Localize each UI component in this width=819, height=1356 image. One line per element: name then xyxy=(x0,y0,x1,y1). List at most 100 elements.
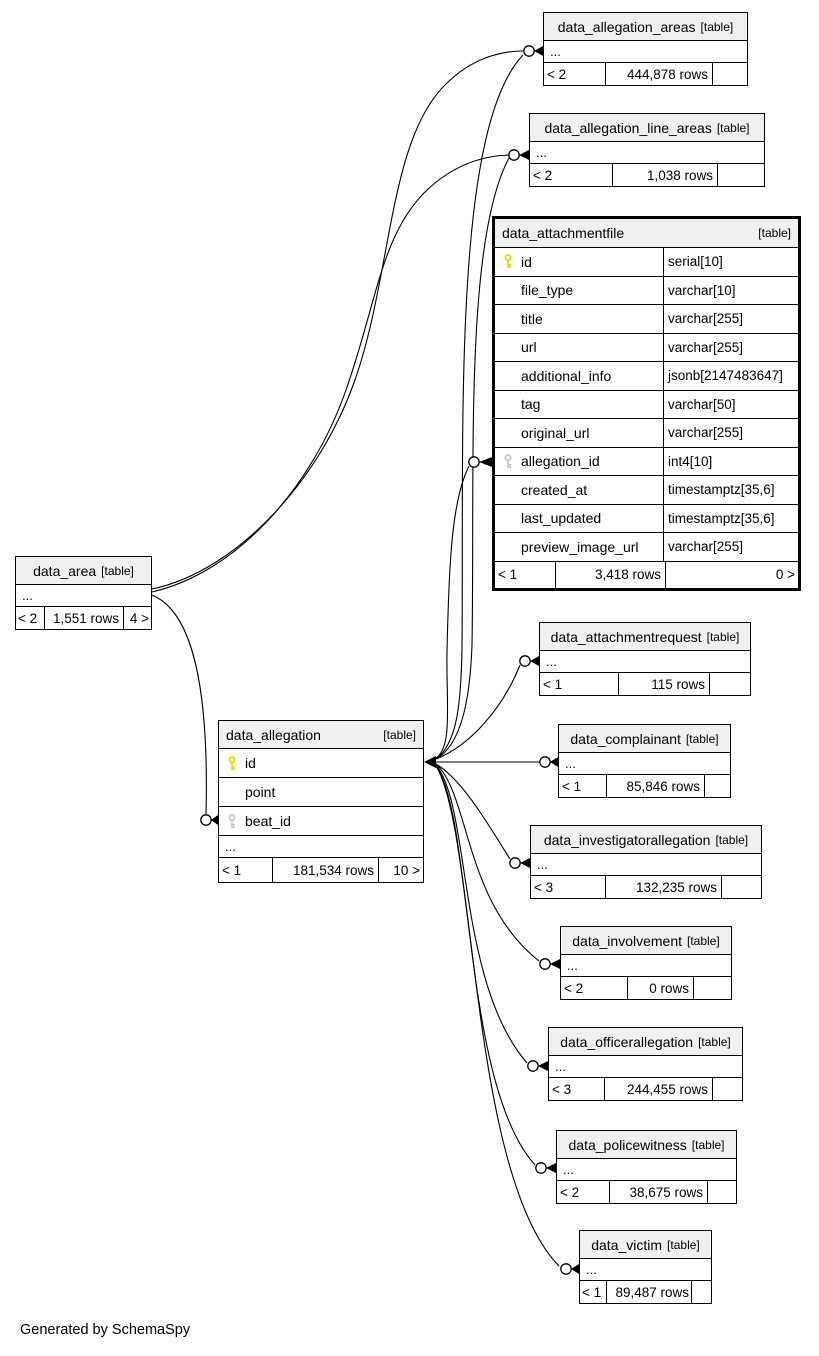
children-count: 10 > xyxy=(378,858,423,882)
row-count: 115 rows xyxy=(651,676,705,692)
arrowhead-icon xyxy=(479,457,492,467)
arrowhead-icon xyxy=(530,656,539,666)
arrowhead-icon xyxy=(424,756,436,768)
hidden-columns-row: ... xyxy=(219,835,423,857)
table-footer: < 2 1,038 rows xyxy=(530,163,764,186)
table-data_victim[interactable]: data_victim [table] ... < 1 89,487 rows xyxy=(579,1230,712,1304)
arrowhead-icon xyxy=(520,858,530,868)
table-header: data_policewitness [table] xyxy=(557,1131,736,1158)
table-data_policewitness[interactable]: data_policewitness [table] ... < 2 38,67… xyxy=(556,1130,737,1204)
table-header: data_involvement [table] xyxy=(561,927,731,954)
connector-circle xyxy=(560,1263,572,1275)
table-data_complainant[interactable]: data_complainant [table] ... < 1 85,846 … xyxy=(558,724,731,798)
edge-data_allegation-to-data_attachmentfile xyxy=(435,465,470,759)
column-row: id xyxy=(219,748,423,777)
table-type-tag: [table] xyxy=(700,19,734,34)
table-footer: < 1 115 rows xyxy=(540,672,750,695)
column-row: point xyxy=(219,777,423,806)
row-count: 0 rows xyxy=(649,980,689,996)
parents-count: < 1 xyxy=(219,858,273,882)
arrowhead-icon xyxy=(534,46,543,56)
parents-count: < 2 xyxy=(530,164,613,186)
parents-count: < 1 xyxy=(580,1281,607,1303)
edge-data_area-to-data_allegation_areas xyxy=(151,50,524,590)
table-header: data_attachmentfile [table] xyxy=(495,219,798,247)
table-name: data_allegation_areas xyxy=(557,18,696,35)
children-count xyxy=(707,1181,736,1203)
table-type-tag: [table] xyxy=(758,226,791,240)
parents-count: < 3 xyxy=(549,1078,605,1100)
table-data_officerallegation[interactable]: data_officerallegation [table] ... < 3 2… xyxy=(548,1027,743,1101)
column-type: varchar[255] xyxy=(663,333,798,361)
table-data_allegation_areas[interactable]: data_allegation_areas [table] ... < 2 44… xyxy=(543,12,748,86)
connector-circle xyxy=(509,857,521,869)
table-name: data_complainant xyxy=(570,730,681,747)
table-data_involvement[interactable]: data_involvement [table] ... < 2 0 rows xyxy=(560,926,732,1000)
hidden-columns-row: ... xyxy=(540,650,750,672)
table-name: data_investigatorallegation xyxy=(543,831,711,848)
row-count: 38,675 rows xyxy=(629,1184,703,1200)
edge-data_allegation-to-data_officerallegation xyxy=(435,764,528,1064)
column-row: preview_image_url varchar[255] xyxy=(495,532,798,561)
hidden-columns-row: ... xyxy=(580,1258,711,1280)
arrowhead-icon xyxy=(519,150,529,160)
table-type-tag: [table] xyxy=(667,1237,700,1252)
table-data_attachmentrequest[interactable]: data_attachmentrequest [table] ... < 1 1… xyxy=(539,622,751,696)
connector-circle xyxy=(539,756,551,768)
edge-data_allegation-to-data_attachmentrequest xyxy=(435,664,521,760)
generator-credit: Generated by SchemaSpy xyxy=(20,1322,191,1338)
row-count: 85,846 rows xyxy=(626,778,700,794)
parents-count: < 2 xyxy=(16,607,45,629)
table-header: data_allegation_line_areas [table] xyxy=(530,114,764,141)
table-data_allegation[interactable]: data_allegation [table] id point xyxy=(218,720,424,883)
column-row: id serial[10] xyxy=(495,247,798,276)
parents-count: < 3 xyxy=(531,876,606,898)
arrowhead-icon xyxy=(211,815,218,825)
edge-data_allegation-to-data_allegation_line_areas xyxy=(435,157,510,760)
column-name: file_type xyxy=(521,282,574,299)
hidden-columns-row: ... xyxy=(544,40,747,62)
table-data_investigatorallegation[interactable]: data_investigatorallegation [table] ... … xyxy=(530,825,762,899)
table-footer: < 1 85,846 rows xyxy=(559,774,730,797)
column-type: varchar[50] xyxy=(663,390,798,418)
children-count xyxy=(721,876,761,898)
parents-count: < 2 xyxy=(561,977,628,999)
arrowhead-icon xyxy=(550,959,560,969)
edge-data_allegation-to-data_allegation_areas xyxy=(435,54,524,760)
edge-data_allegation-to-data_policewitness xyxy=(435,764,536,1166)
parents-count: < 1 xyxy=(495,561,556,588)
children-count xyxy=(712,63,747,85)
column-row: original_url varchar[255] xyxy=(495,418,798,447)
connector-circle xyxy=(200,814,212,826)
table-footer: < 2 0 rows xyxy=(561,976,731,999)
column-list: id point beat_id xyxy=(219,748,423,835)
table-name: data_officerallegation xyxy=(560,1033,694,1050)
key-icon xyxy=(503,453,513,469)
table-data_attachmentfile[interactable]: data_attachmentfile [table] id serial[10… xyxy=(492,216,801,591)
column-name: tag xyxy=(521,396,541,413)
column-type: timestamptz[35,6] xyxy=(663,504,798,532)
table-header: data_complainant [table] xyxy=(559,725,730,752)
table-type-tag: [table] xyxy=(687,933,720,948)
row-count: 132,235 rows xyxy=(635,879,717,895)
row-count: 444,878 rows xyxy=(626,66,708,82)
edge-data_allegation-to-data_involvement xyxy=(435,763,540,962)
table-footer: < 1 181,534 rows 10 > xyxy=(219,857,423,882)
column-name: last_updated xyxy=(521,510,602,527)
table-header: data_area [table] xyxy=(16,557,151,584)
children-count: 4 > xyxy=(123,607,151,629)
arrowhead-icon xyxy=(546,1163,556,1173)
hidden-columns-row: ... xyxy=(559,752,730,774)
table-data_allegation_line_areas[interactable]: data_allegation_line_areas [table] ... <… xyxy=(529,113,765,187)
table-data_area[interactable]: data_area [table] ... < 2 1,551 rows 4 > xyxy=(15,556,152,630)
key-icon xyxy=(227,755,237,771)
column-name: point xyxy=(245,784,276,800)
table-footer: < 1 3,418 rows 0 > xyxy=(495,560,798,588)
arrowhead-icon xyxy=(571,1264,579,1274)
table-header: data_victim [table] xyxy=(580,1231,711,1258)
column-type: int4[10] xyxy=(663,447,798,475)
table-name: data_involvement xyxy=(572,932,683,949)
column-row: allegation_id int4[10] xyxy=(495,446,798,475)
table-footer: < 1 89,487 rows xyxy=(580,1280,711,1303)
